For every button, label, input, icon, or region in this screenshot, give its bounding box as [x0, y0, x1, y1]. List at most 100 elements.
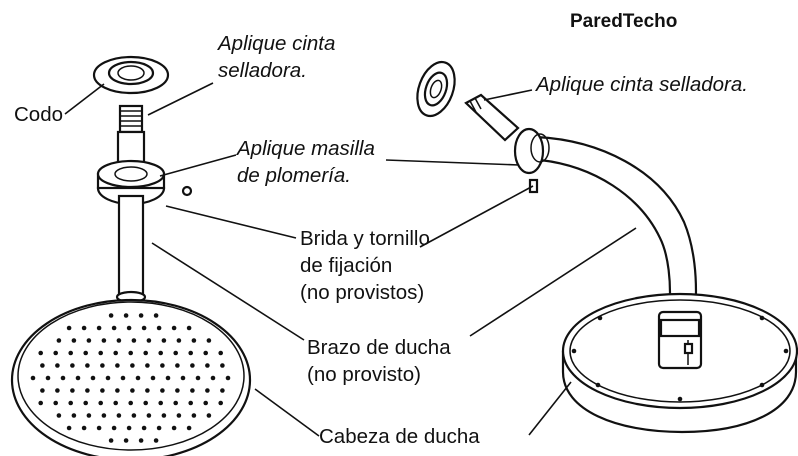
spray-hole [128, 350, 133, 356]
left-flange [96, 159, 193, 206]
spray-hole [101, 413, 107, 418]
label-aplique-cinta-left-line2: selladora. [218, 59, 307, 82]
spray-hole [210, 375, 216, 381]
spray-hole [123, 438, 129, 443]
label-brida-line2: de fijación [300, 254, 393, 277]
label-aplique-masilla-line1: Aplique masilla [237, 137, 375, 160]
spray-hole [68, 400, 73, 406]
spray-hole [98, 400, 103, 406]
spray-hole [145, 388, 150, 393]
spray-hole [191, 338, 197, 343]
spray-hole [120, 375, 126, 381]
spray-hole [158, 350, 163, 356]
label-brazo-line1: Brazo de ducha [307, 336, 451, 359]
spray-hole [141, 425, 147, 431]
diagram-title: ParedTecho [570, 11, 678, 32]
spray-hole [135, 375, 141, 381]
spray-hole [160, 363, 165, 368]
spray-hole [188, 350, 193, 356]
right-shower-arm [464, 93, 698, 316]
label-brida-line1: Brida y tornillo [300, 227, 430, 250]
spray-hole [70, 388, 75, 393]
spray-hole [175, 388, 180, 393]
spray-hole [56, 338, 62, 343]
spray-hole [153, 313, 159, 318]
spray-hole [83, 350, 88, 356]
spray-hole [100, 388, 105, 393]
label-brazo-line2: (no provisto) [307, 363, 421, 386]
left-elbow-fitting [92, 55, 170, 95]
spray-hole [98, 350, 103, 356]
spray-hole [130, 388, 135, 393]
spray-hole [86, 338, 92, 343]
spray-hole [173, 400, 178, 406]
spray-hole [90, 375, 96, 381]
spray-hole [146, 338, 152, 343]
label-aplique-cinta-right: Aplique cinta selladora. [536, 73, 748, 96]
spray-hole [150, 375, 156, 381]
left-threaded-nipple [116, 104, 146, 172]
spray-hole [161, 413, 167, 418]
spray-hole [191, 413, 197, 418]
spray-hole [66, 425, 72, 431]
spray-hole [158, 400, 163, 406]
spray-hole [81, 425, 87, 431]
spray-hole [40, 363, 45, 368]
spray-hole [116, 338, 122, 343]
spray-hole [53, 350, 58, 356]
spray-hole [186, 325, 192, 331]
spray-hole [190, 363, 195, 368]
spray-hole [71, 338, 77, 343]
spray-hole [173, 350, 178, 356]
spray-hole [171, 325, 177, 331]
label-cabeza-de-ducha: Cabeza de ducha [319, 425, 480, 448]
spray-hole [108, 313, 114, 318]
right-shower-head [561, 292, 798, 434]
spray-hole [53, 400, 58, 406]
spray-hole [81, 325, 87, 331]
spray-hole [131, 413, 137, 418]
spray-hole [113, 350, 118, 356]
spray-hole [108, 438, 114, 443]
spray-hole [195, 375, 201, 381]
label-codo: Codo [14, 103, 64, 126]
spray-hole [66, 325, 72, 331]
spray-hole [176, 338, 182, 343]
spray-hole [141, 325, 147, 331]
spray-hole [126, 425, 132, 431]
spray-hole [130, 363, 135, 368]
spray-hole [45, 375, 51, 381]
spray-hole [205, 388, 210, 393]
spray-hole [128, 400, 133, 406]
spray-hole [206, 413, 212, 418]
spray-hole [186, 425, 192, 431]
spray-hole [126, 325, 132, 331]
spray-hole [138, 313, 144, 318]
spray-hole [176, 413, 182, 418]
spray-hole [85, 388, 90, 393]
spray-hole [165, 375, 171, 381]
spray-hole [161, 338, 167, 343]
left-shower-arm [115, 194, 147, 304]
spray-hole [40, 388, 45, 393]
spray-hole [220, 388, 225, 393]
spray-hole [111, 425, 117, 431]
label-aplique-cinta-left-line1: Aplique cinta [218, 32, 336, 55]
spray-hole [105, 375, 111, 381]
spray-hole [55, 388, 60, 393]
spray-hole [160, 388, 165, 393]
spray-hole [203, 350, 208, 356]
spray-hole [143, 350, 148, 356]
spray-hole [143, 400, 148, 406]
spray-hole [225, 375, 231, 381]
spray-hole [38, 350, 43, 356]
spray-hole [171, 425, 177, 431]
spray-hole [56, 413, 62, 418]
spray-hole [101, 338, 107, 343]
spray-hole [71, 413, 77, 418]
spray-hole [220, 363, 225, 368]
spray-hole [175, 363, 180, 368]
spray-hole [111, 325, 117, 331]
right-flange-ring [416, 60, 456, 118]
